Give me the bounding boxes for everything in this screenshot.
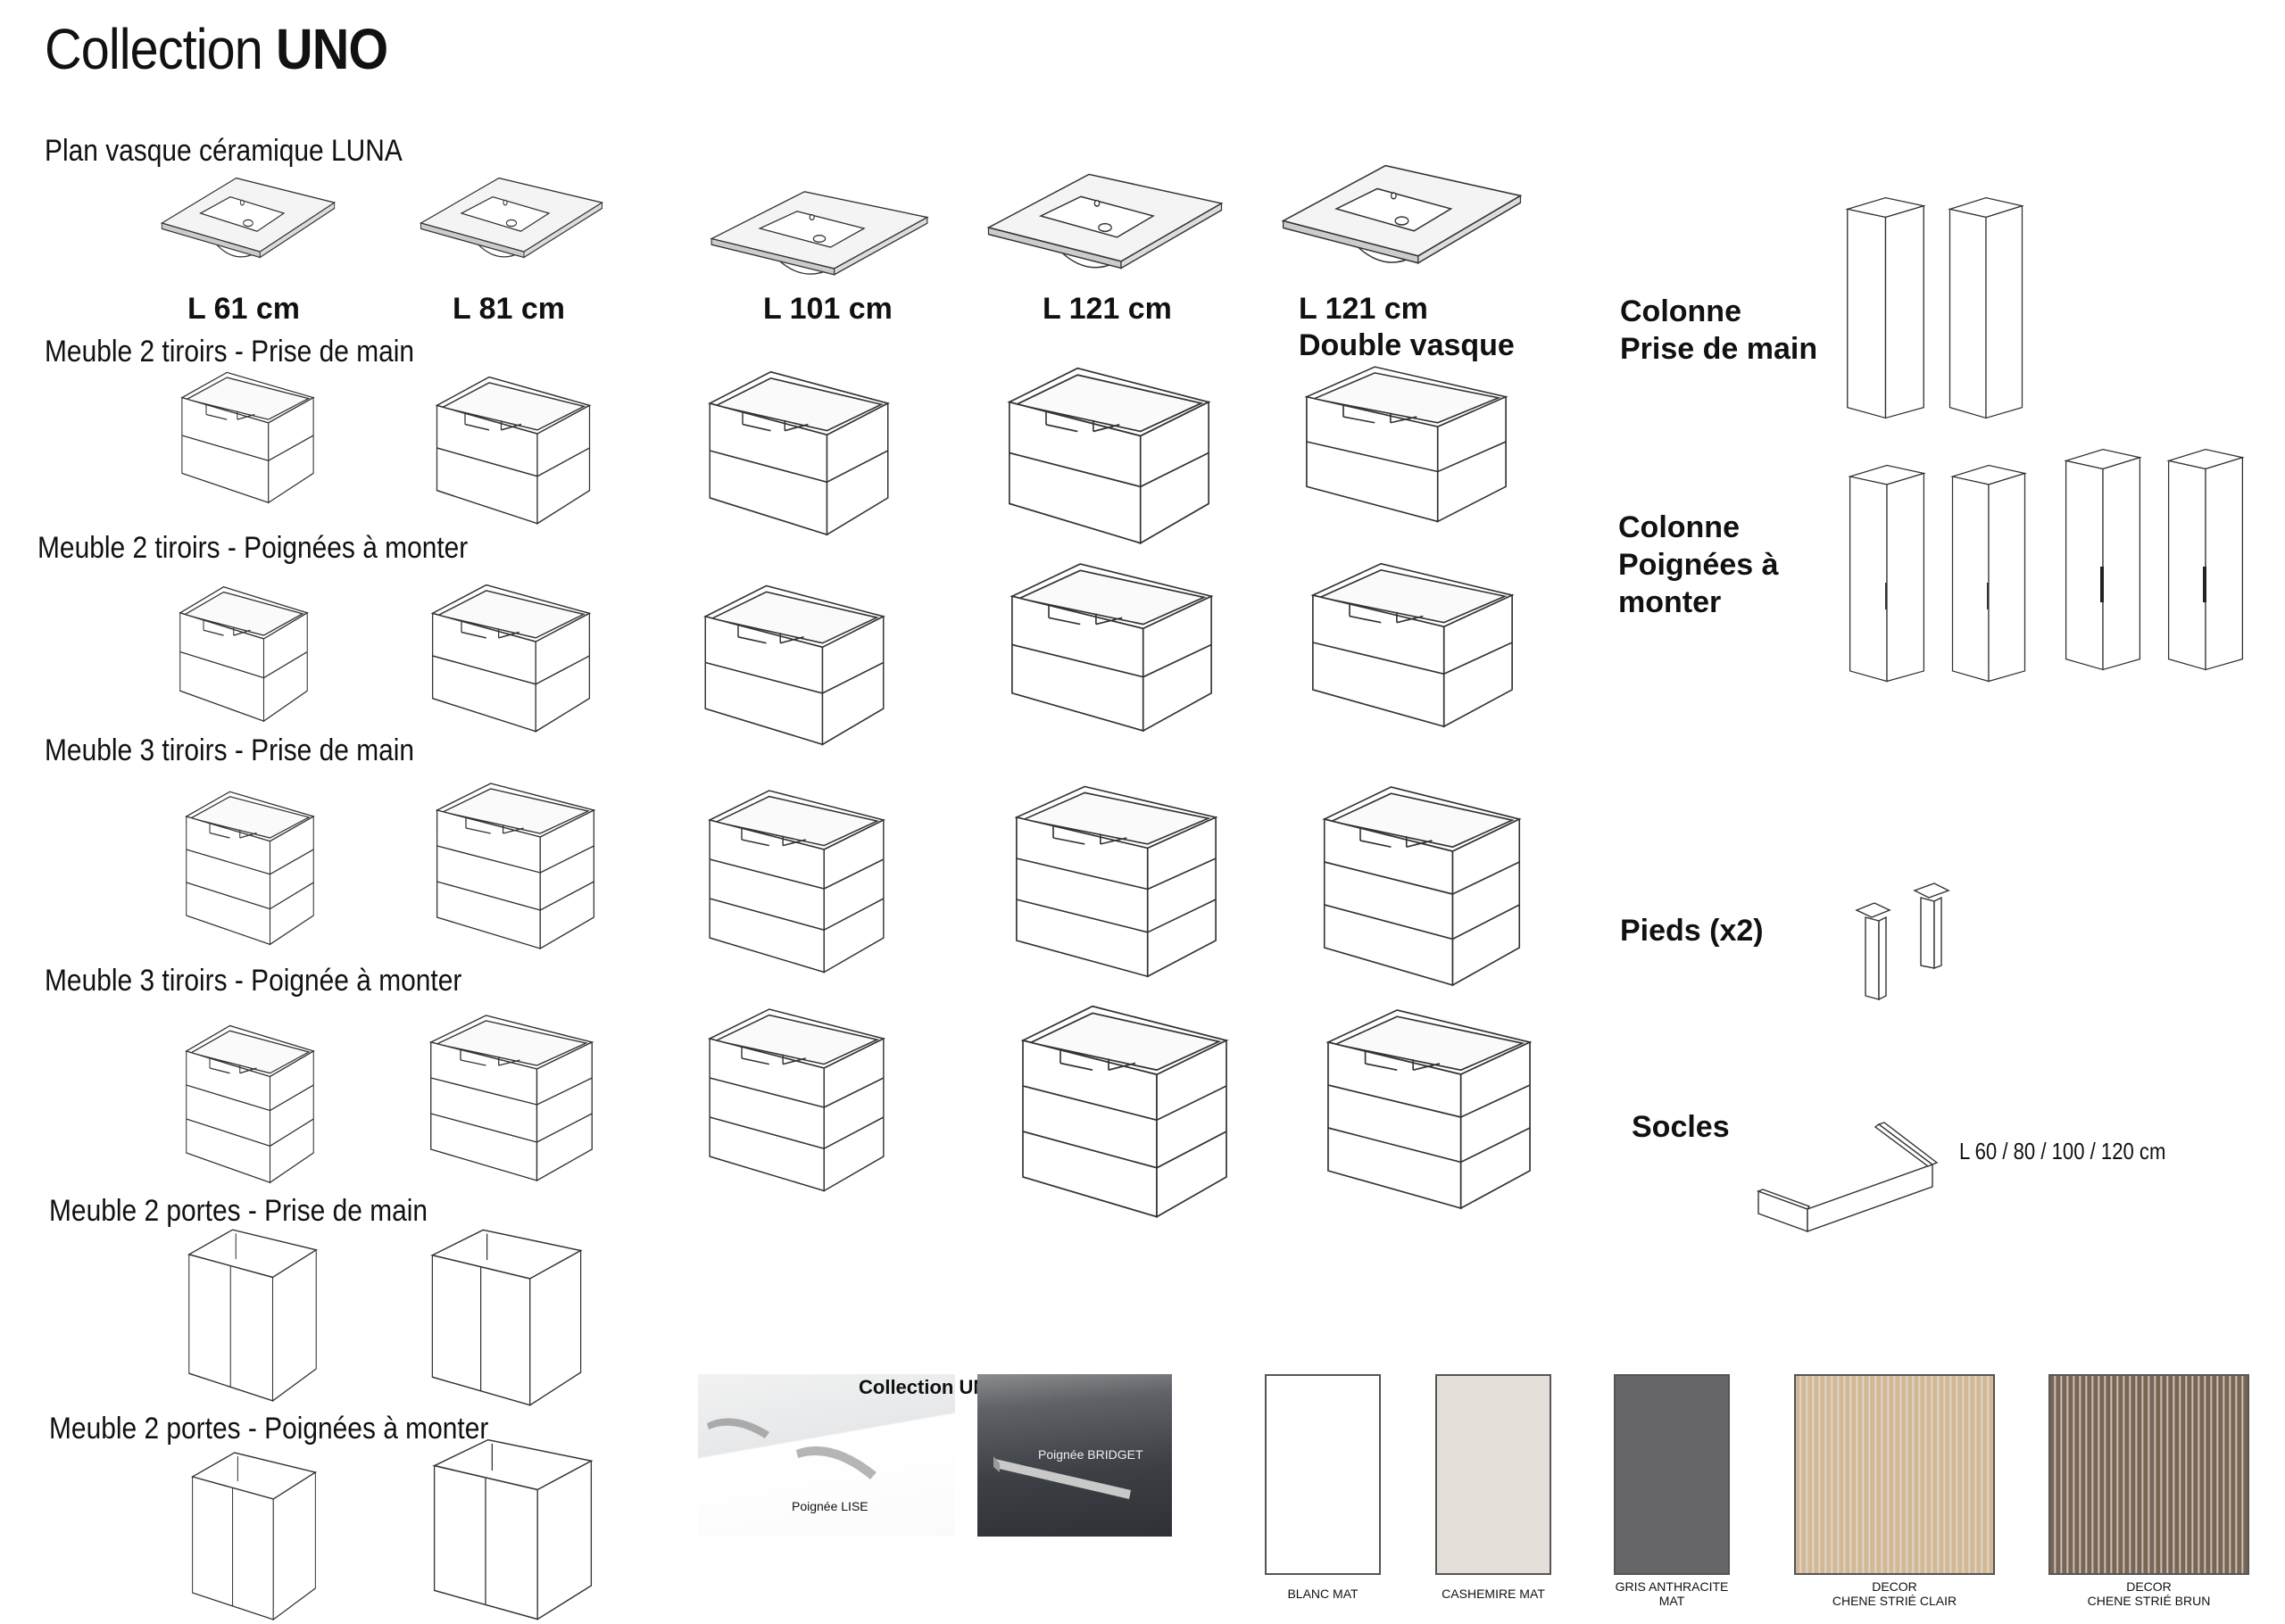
basin-121-drawing xyxy=(987,173,1223,269)
finish-label: BLANC MAT xyxy=(1229,1587,1417,1601)
finish-label-line: DECOR xyxy=(1872,1579,1917,1594)
cabinet-3-drawers-61 xyxy=(186,791,314,946)
plinth-sizes: L 60 / 80 / 100 / 120 cm xyxy=(1959,1138,2166,1164)
page-title: Collection UNO xyxy=(45,16,388,82)
column-grip-line-1: Colonne xyxy=(1620,294,1741,328)
finish-label-line: CHENE STRIÉ BRUN xyxy=(2087,1594,2211,1608)
column-grip-1 xyxy=(1847,196,1924,419)
column-grip-line-2: Prise de main xyxy=(1620,332,1818,366)
cabinet-2-drawers-121 xyxy=(1008,367,1210,544)
feet-drawing xyxy=(1852,883,1959,1008)
handle-lise-photo: Poignée LISE xyxy=(698,1374,955,1537)
finish-swatch xyxy=(1435,1374,1551,1575)
size-label-121-double: L 121 cm xyxy=(1299,292,1428,326)
handle-bridget-image xyxy=(993,1456,1131,1499)
column-handle-4 xyxy=(2167,448,2244,671)
finish-swatch xyxy=(1794,1374,1995,1575)
section-basin-title: Plan vasque céramique LUNA xyxy=(45,134,403,168)
size-label-101: L 101 cm xyxy=(763,292,893,326)
title-prefix: Collection xyxy=(45,17,263,81)
basin-101-drawing xyxy=(710,191,928,276)
section-3-drawers-handle: Meuble 3 tiroirs - Poignée à monter xyxy=(45,964,462,998)
finish-swatch xyxy=(1614,1374,1730,1575)
cabinet-2-drawers-61 xyxy=(181,371,314,503)
double-basin-label: Double vasque xyxy=(1299,328,1515,362)
cabinet-2-drawers-handle-121-double xyxy=(1312,562,1513,727)
cabinet-2-drawers-81 xyxy=(436,376,591,525)
finish-label: CASHEMIRE MAT xyxy=(1400,1587,1587,1601)
section-2-doors-grip: Meuble 2 portes - Prise de main xyxy=(49,1194,428,1228)
section-3-drawers-grip: Meuble 3 tiroirs - Prise de main xyxy=(45,733,415,767)
cabinet-2-doors-handle-61 xyxy=(191,1452,317,1620)
column-grip-label: Colonne Prise de main xyxy=(1620,293,1817,368)
column-handle-line-3: monter xyxy=(1618,585,1722,619)
plinth-drawing xyxy=(1754,1120,1946,1245)
feet-label: Pieds (x2) xyxy=(1620,914,1764,948)
cabinet-3-drawers-handle-61 xyxy=(186,1024,314,1183)
handle-bridget-label: Poignée BRIDGET xyxy=(1038,1447,1143,1462)
cabinet-2-doors-61 xyxy=(188,1229,317,1402)
section-2-doors-handle: Meuble 2 portes - Poignées à monter xyxy=(49,1412,489,1446)
cabinet-2-drawers-handle-61 xyxy=(179,586,308,722)
column-handle-label: Colonne Poignées à monter xyxy=(1618,509,1779,621)
cabinet-2-drawers-121-double xyxy=(1306,366,1507,523)
cabinet-2-drawers-handle-121 xyxy=(1011,563,1212,732)
finish-label-line: GRIS ANTHRACITE xyxy=(1615,1579,1729,1594)
basin-81-drawing xyxy=(420,177,603,259)
cabinet-3-drawers-handle-81 xyxy=(430,1015,593,1181)
cabinet-3-drawers-handle-121 xyxy=(1022,1005,1227,1218)
column-grip-2 xyxy=(1948,197,2023,419)
cabinet-2-drawers-handle-81 xyxy=(431,584,591,733)
size-label-81: L 81 cm xyxy=(453,292,566,326)
finish-label-line: DECOR xyxy=(2126,1579,2172,1594)
cabinet-2-drawers-handle-101 xyxy=(704,584,885,746)
cabinet-3-drawers-121 xyxy=(1016,785,1217,978)
section-2-drawers-handle: Meuble 2 tiroirs - Poignées à monter xyxy=(37,531,469,565)
size-label-121: L 121 cm xyxy=(1043,292,1172,326)
basin-61-drawing xyxy=(161,177,336,259)
title-bold: UNO xyxy=(276,17,388,81)
finish-swatch xyxy=(1265,1374,1381,1575)
finish-label-line: MAT xyxy=(1658,1594,1685,1608)
finish-swatch xyxy=(2048,1374,2249,1575)
cabinet-2-drawers-101 xyxy=(709,370,889,535)
column-handle-line-1: Colonne xyxy=(1618,510,1740,544)
column-handle-3 xyxy=(2065,448,2141,671)
cabinet-2-doors-handle-81 xyxy=(433,1438,593,1620)
handle-bridget-photo: Poignée BRIDGET xyxy=(977,1374,1172,1537)
column-handle-1 xyxy=(1849,464,1925,683)
cabinet-2-doors-81 xyxy=(431,1229,582,1406)
handle-lise-image xyxy=(707,1418,877,1479)
basin-121-double-drawing xyxy=(1282,164,1522,264)
finish-label-line: BLANC MAT xyxy=(1287,1587,1359,1601)
size-label-61: L 61 cm xyxy=(187,292,301,326)
column-handle-line-2: Poignées à xyxy=(1618,548,1779,582)
cabinet-3-drawers-101 xyxy=(709,790,885,974)
finish-label-line: CHENE STRIÉ CLAIR xyxy=(1832,1594,1957,1608)
section-2-drawers-grip: Meuble 2 tiroirs - Prise de main xyxy=(45,335,415,369)
cabinet-3-drawers-handle-121-double xyxy=(1327,1009,1531,1209)
cabinet-3-drawers-121-double xyxy=(1323,786,1521,986)
cabinet-3-drawers-81 xyxy=(436,783,595,949)
plinth-label: Socles xyxy=(1632,1110,1730,1144)
column-handle-2 xyxy=(1951,464,2026,683)
handle-lise-label: Poignée LISE xyxy=(792,1499,868,1513)
cabinet-3-drawers-handle-101 xyxy=(709,1008,885,1192)
finish-label-line: CASHEMIRE MAT xyxy=(1442,1587,1545,1601)
